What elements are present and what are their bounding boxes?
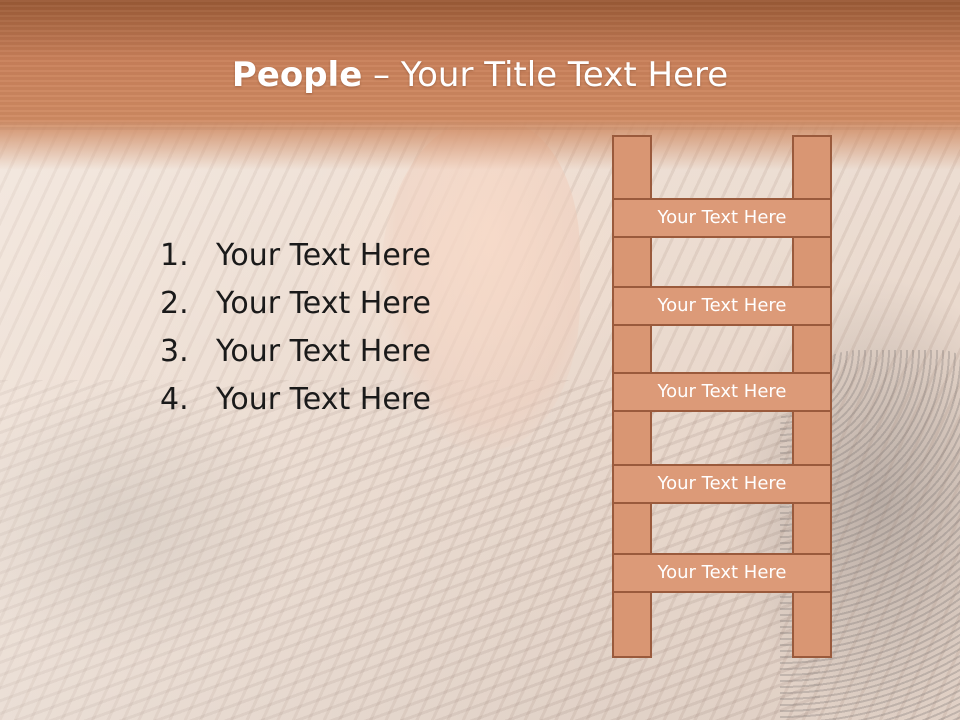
list-item: 2. Your Text Here xyxy=(160,280,431,328)
ladder-rail-right xyxy=(792,324,832,376)
background-photo-face xyxy=(380,120,580,450)
list-item: 1. Your Text Here xyxy=(160,232,431,280)
ladder-rail-left xyxy=(612,591,652,658)
list-text: Your Text Here xyxy=(216,382,431,417)
ladder-rung-5[interactable]: Your Text Here xyxy=(612,553,832,593)
ladder-rung-2[interactable]: Your Text Here xyxy=(612,286,832,326)
slide-title[interactable]: People – Your Title Text Here xyxy=(0,50,960,100)
ladder-rail-left xyxy=(612,236,652,288)
ladder-rail-right xyxy=(792,591,832,658)
list-item: 3. Your Text Here xyxy=(160,328,431,376)
ladder-rail-left xyxy=(612,502,652,557)
title-band-texture xyxy=(0,0,960,130)
ladder-rail-right xyxy=(792,502,832,557)
ladder-rail-left xyxy=(612,324,652,376)
list-number: 4. xyxy=(160,382,189,417)
list-text: Your Text Here xyxy=(216,286,431,321)
list-text: Your Text Here xyxy=(216,238,431,273)
ladder-rung-4[interactable]: Your Text Here xyxy=(612,464,832,504)
background-photo-shirt xyxy=(0,380,820,720)
ladder-rail-left xyxy=(612,135,652,200)
numbered-list[interactable]: 1. Your Text Here 2. Your Text Here 3. Your… xyxy=(160,232,431,424)
title-rest: – Your Title Text Here xyxy=(362,55,729,95)
list-item: 4. Your Text Here xyxy=(160,376,431,424)
ladder-rail-left xyxy=(612,410,652,468)
list-number: 3. xyxy=(160,334,189,369)
ladder-rail-right xyxy=(792,410,832,468)
ladder-rail-right xyxy=(792,135,832,200)
ladder-rung-3[interactable]: Your Text Here xyxy=(612,372,832,412)
title-bold: People xyxy=(231,55,363,95)
ladder-rail-right xyxy=(792,236,832,288)
list-number: 2. xyxy=(160,286,189,321)
list-number: 1. xyxy=(160,238,189,273)
ladder-rung-1[interactable]: Your Text Here xyxy=(612,198,832,238)
list-text: Your Text Here xyxy=(216,334,431,369)
